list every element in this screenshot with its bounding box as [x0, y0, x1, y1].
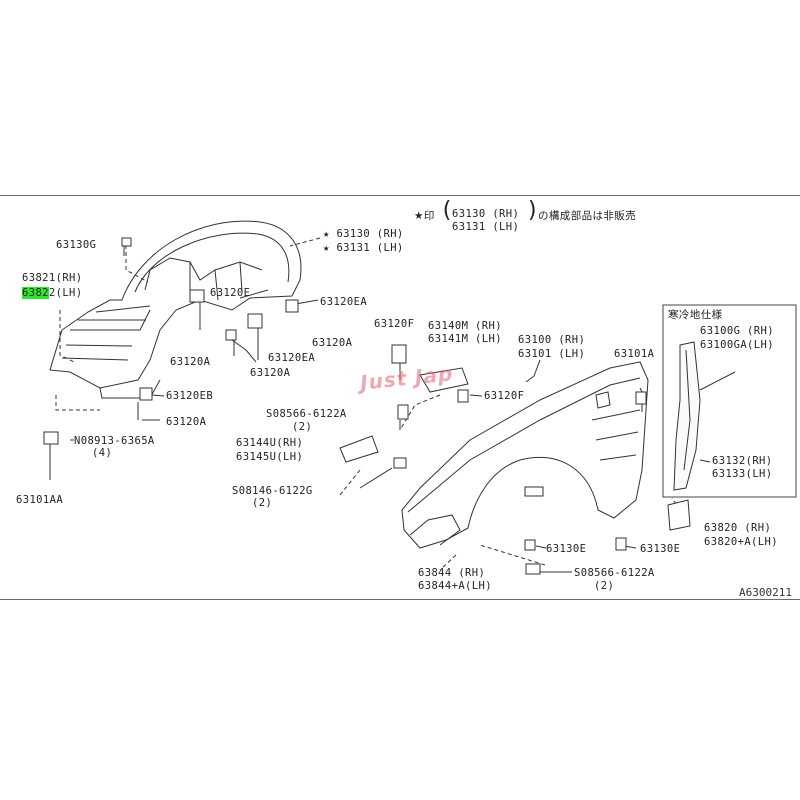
label-63120A-4: 63120A	[166, 416, 207, 428]
label-63130E-2: 63130E	[640, 543, 681, 555]
label-63101AA: 63101AA	[16, 494, 64, 506]
inset-title: 寒冷地仕様	[668, 309, 723, 321]
label-08913-6365A: N08913-6365A	[74, 435, 155, 447]
label-63820A: 63820+A(LH)	[704, 536, 778, 548]
note-line-2: 63131 (LH)	[452, 221, 520, 233]
label-63822: 63822(LH)	[22, 287, 83, 299]
diagram-frame	[0, 195, 800, 600]
leader-lines-solid	[70, 289, 711, 573]
label-63100GA: 63100GA(LH)	[700, 339, 774, 351]
fender-panel-drawing	[401, 361, 649, 549]
note-suffix: の構成部品は非販売	[538, 210, 637, 222]
label-08566-2-qty: (2)	[594, 580, 615, 592]
label-08146-qty: (2)	[252, 497, 273, 509]
label-63101: 63101 (LH)	[518, 348, 586, 360]
label-63130-rh: ★ 63130 (RH)	[323, 228, 404, 240]
label-63100G: 63100G (RH)	[700, 325, 774, 337]
label-63130E-1: 63130E	[546, 543, 587, 555]
label-63120A-1: 63120A	[312, 337, 353, 349]
label-63844A: 63844+A(LH)	[418, 580, 492, 592]
diagram-id: A6300211	[739, 586, 792, 599]
label-08566-6122A-2: S08566-6122A	[574, 567, 655, 579]
label-63144U: 63144U(RH)	[236, 437, 304, 449]
label-08913-qty: (4)	[92, 447, 113, 459]
fender-liner-drawing	[49, 220, 302, 399]
screw-shafts	[49, 246, 643, 480]
label-63844: 63844 (RH)	[418, 567, 486, 579]
label-63120EA-1: 63120EA	[320, 296, 368, 308]
label-63133: 63133(LH)	[712, 468, 773, 480]
label-63101A: 63101A	[614, 348, 655, 360]
label-63131-lh: ★ 63131 (LH)	[323, 242, 404, 254]
label-63145U: 63145U(LH)	[236, 451, 304, 463]
leader-lines	[49, 237, 681, 571]
label-08566-1-qty: (2)	[292, 421, 313, 433]
note-bracket-open: (	[440, 198, 454, 223]
label-63821: 63821(RH)	[22, 272, 83, 284]
fasteners	[43, 237, 691, 575]
label-63820: 63820 (RH)	[704, 522, 772, 534]
label-63140M: 63140M (RH)	[428, 320, 502, 332]
label-63130G: 63130G	[56, 239, 97, 251]
label-08566-6122A-1: S08566-6122A	[266, 408, 347, 420]
label-63141M: 63141M (LH)	[428, 333, 502, 345]
label-63120F-2: 63120F	[484, 390, 525, 402]
label-63120EA-2: 63120EA	[268, 352, 316, 364]
label-63120A-3: 63120A	[250, 367, 291, 379]
note-star-mark: ★印	[414, 210, 435, 222]
label-63822-highlight: 6382	[22, 287, 49, 299]
label-63120A-2: 63120A	[170, 356, 211, 368]
label-63120EB: 63120EB	[166, 390, 214, 402]
note-line-1: 63130 (RH)	[452, 208, 520, 220]
inset-box	[662, 304, 797, 498]
label-63120F-1: 63120F	[374, 318, 415, 330]
label-63120E: 63120E	[210, 287, 251, 299]
note-bracket-close: )	[526, 198, 540, 223]
label-63100: 63100 (RH)	[518, 334, 586, 346]
label-63132: 63132(RH)	[712, 455, 773, 467]
label-08146-6122G: S08146-6122G	[232, 485, 313, 497]
